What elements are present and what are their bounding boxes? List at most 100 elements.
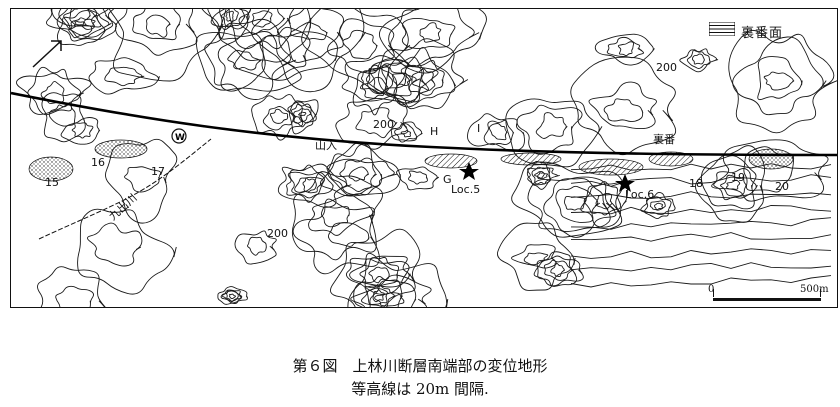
contour-line xyxy=(234,230,277,265)
contour-line xyxy=(388,9,480,68)
contour-line xyxy=(320,206,350,228)
contour-line xyxy=(221,289,243,302)
contour-line xyxy=(570,232,832,242)
point-number-15: 15 xyxy=(45,176,59,189)
contour-line xyxy=(368,266,390,284)
contour-line xyxy=(359,256,400,288)
scale-end-label: 500m xyxy=(800,284,829,295)
contour-line xyxy=(58,9,98,30)
contour-line xyxy=(411,68,436,91)
contour-line xyxy=(377,38,469,110)
contour-line xyxy=(247,236,267,256)
contour-line xyxy=(37,266,106,307)
contour-line xyxy=(366,287,388,305)
contour-line xyxy=(57,10,107,46)
contour-line xyxy=(195,31,302,92)
contour-line xyxy=(207,9,252,40)
place-label-yamairi: 山入 xyxy=(315,139,337,152)
contour-line xyxy=(287,101,317,128)
contour-line xyxy=(251,9,366,93)
point-number-19: 19 xyxy=(731,171,745,184)
contour-line xyxy=(350,274,432,307)
terrace-patch xyxy=(648,151,694,167)
contour-line xyxy=(537,172,545,180)
contour-line xyxy=(361,76,390,99)
fault-line xyxy=(11,91,837,157)
contour-line xyxy=(218,9,312,63)
contour-line xyxy=(225,10,234,22)
legend: 裏番面 xyxy=(709,20,819,41)
contour-line xyxy=(527,167,560,186)
contour-line xyxy=(348,166,369,182)
location-label-loc6: Loc.6 xyxy=(625,188,655,201)
point-number-18: 18 xyxy=(689,177,703,190)
contour-line xyxy=(327,18,395,74)
contour-line xyxy=(555,185,601,223)
contour-line xyxy=(603,98,644,122)
north-arrow-icon xyxy=(32,40,62,68)
contour-line xyxy=(511,244,557,269)
contour-line xyxy=(289,164,325,203)
point-label-g: G xyxy=(443,173,452,186)
contour-map-svg: W xyxy=(11,9,837,307)
contour-lines xyxy=(16,9,837,307)
contour-line xyxy=(711,139,829,202)
contour-line xyxy=(277,163,352,208)
contour-line xyxy=(570,262,832,272)
contour-line xyxy=(277,9,344,63)
terrace-patch xyxy=(500,152,562,166)
contour-line xyxy=(210,9,250,30)
point-number-20: 20 xyxy=(775,180,789,193)
contour-line xyxy=(516,104,583,155)
legend-label: 裏番面 xyxy=(741,26,784,41)
contour-line xyxy=(365,58,439,103)
contour-line xyxy=(293,108,312,122)
place-label-urabanchi: 裏番 xyxy=(653,133,675,146)
contour-line xyxy=(391,73,412,87)
contour-line xyxy=(570,56,677,156)
contour-line xyxy=(563,195,587,211)
contour-line xyxy=(88,57,160,95)
contour-line xyxy=(570,174,832,187)
contour-line xyxy=(550,262,566,277)
contour-line xyxy=(361,283,397,307)
contour-line xyxy=(104,66,145,87)
contour-line xyxy=(251,10,273,28)
figure-caption-title: 第６図 上林川断層南端部の変位地形 xyxy=(292,357,548,375)
contour-line xyxy=(570,191,832,199)
contour-line xyxy=(68,20,93,39)
contour-line xyxy=(217,286,249,305)
contour-line xyxy=(369,56,429,104)
contour-line xyxy=(269,108,289,124)
contour-line xyxy=(535,112,568,139)
location-label-loc5: Loc.5 xyxy=(451,183,481,196)
contour-line xyxy=(234,31,338,81)
contour-line xyxy=(46,9,115,38)
scale-tick xyxy=(820,289,821,297)
contour-line xyxy=(757,56,803,101)
contour-line xyxy=(345,255,411,295)
contour-line xyxy=(679,48,719,73)
contour-line xyxy=(617,41,635,57)
contour-line xyxy=(367,64,394,95)
contour-line xyxy=(408,170,428,185)
terrace-patch xyxy=(578,158,644,176)
contour-line xyxy=(594,33,655,66)
contour-label-200: 200 xyxy=(656,61,677,74)
topographic-map: W 裏番面 山入 裏番 九出川 H I G Loc.5 Loc.6 200 20… xyxy=(10,8,838,308)
contour-line xyxy=(686,49,711,69)
contour-line xyxy=(763,71,795,91)
contour-line xyxy=(640,196,676,215)
contour-line xyxy=(488,123,508,141)
contour-line xyxy=(132,9,181,41)
contour-line xyxy=(654,202,664,211)
contour-line xyxy=(228,9,295,50)
contour-line xyxy=(238,9,286,35)
contour-line xyxy=(69,9,91,27)
scale-bar: 0 500m xyxy=(706,284,834,307)
contour-line xyxy=(606,36,644,59)
contour-line xyxy=(523,252,549,266)
contour-line xyxy=(588,81,657,130)
contour-line xyxy=(347,252,449,307)
contour-line xyxy=(308,194,375,236)
